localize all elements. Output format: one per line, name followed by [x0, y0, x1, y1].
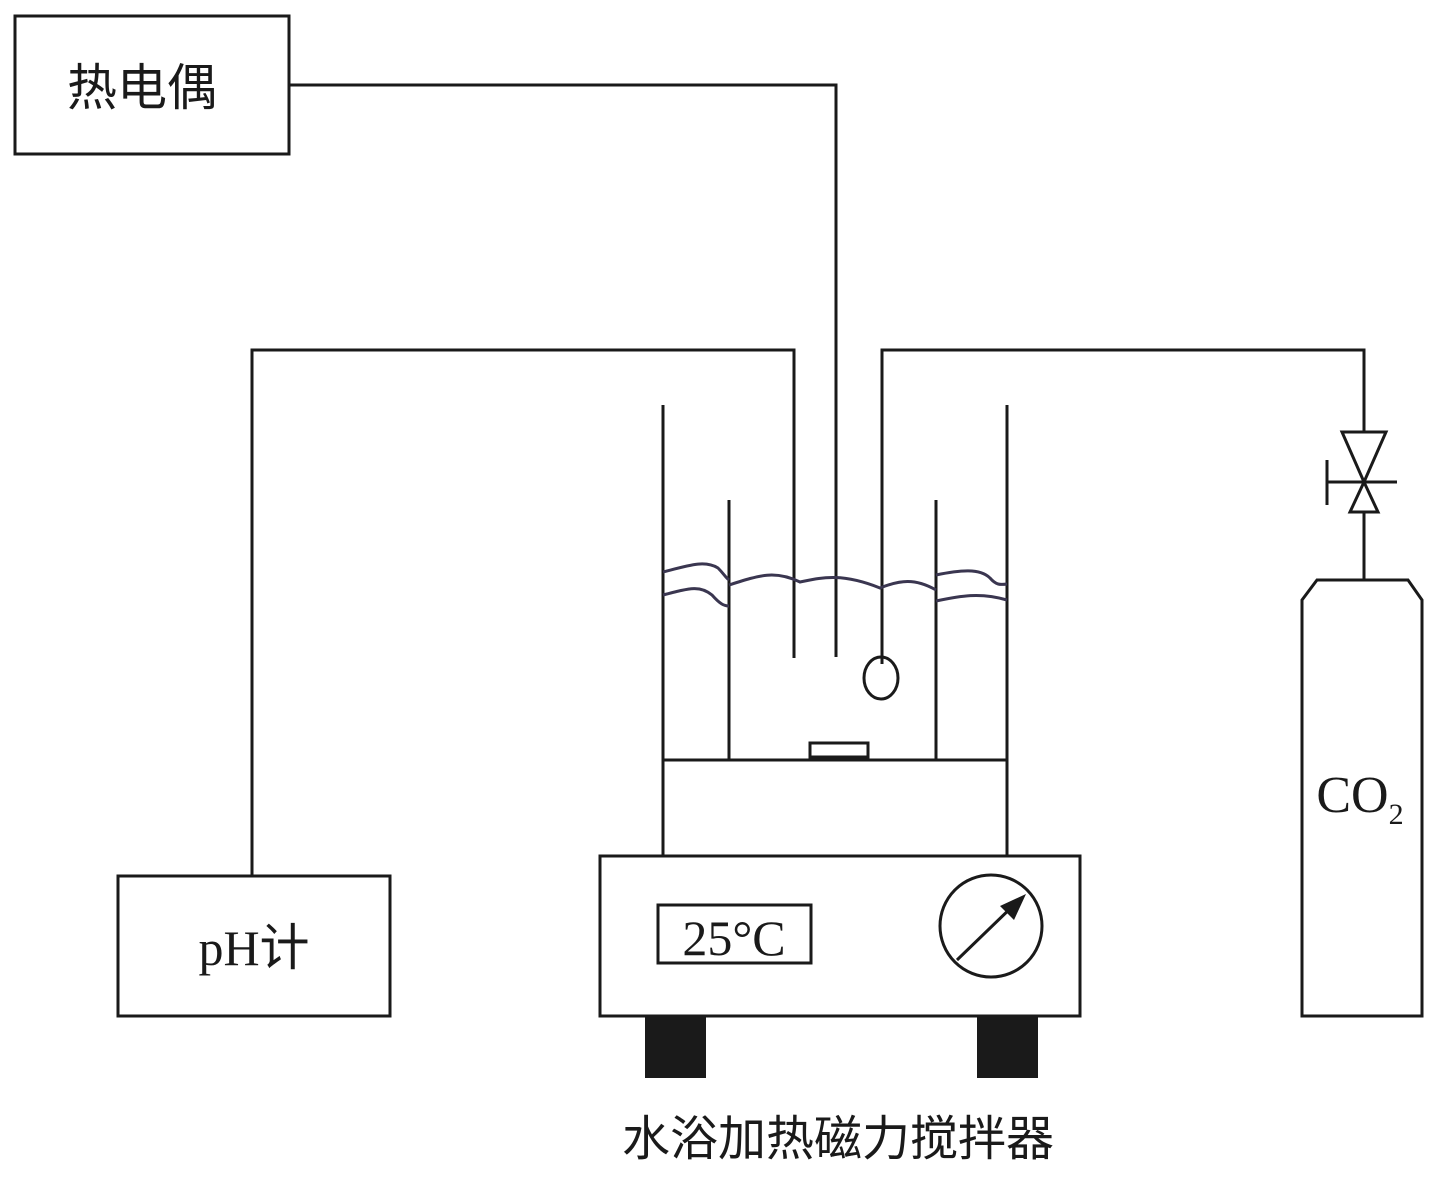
temperature-display [656, 903, 813, 965]
stirrer-label: 水浴加热磁力搅拌器 [622, 1111, 1054, 1167]
ph-meter-box [116, 874, 392, 1018]
co2-cylinder: CO2 [1300, 578, 1424, 1018]
gas-diffuser [862, 655, 900, 701]
valve-icon [1325, 430, 1397, 580]
thermocouple: 热电偶 [13, 14, 291, 156]
gas-line [880, 348, 1366, 664]
gas-label: CO2 [1316, 767, 1403, 831]
beaker-water-surface [728, 573, 937, 592]
bath-water-surface [662, 562, 730, 582]
stirrer-foot-left [645, 1016, 706, 1078]
stirrer-body [598, 854, 1082, 1018]
stir-bar [808, 741, 870, 759]
bath-water-surface [935, 593, 1008, 603]
ph-meter-label: pH计 [198, 920, 309, 976]
ph-probe-wire [250, 348, 796, 876]
thermocouple-wire [289, 83, 838, 657]
magnetic-stirrer: 25°C [598, 854, 1082, 1078]
bath-water-surface [935, 569, 1008, 586]
temperature-value: 25°C [682, 910, 785, 966]
speed-knob-icon [938, 873, 1044, 979]
ph-meter: pH计 [116, 874, 392, 1018]
cylinder-body [1300, 578, 1424, 1018]
bath-water-surface [662, 587, 730, 608]
stirrer-foot-right [977, 1016, 1038, 1078]
thermocouple-label: 热电偶 [67, 59, 217, 117]
